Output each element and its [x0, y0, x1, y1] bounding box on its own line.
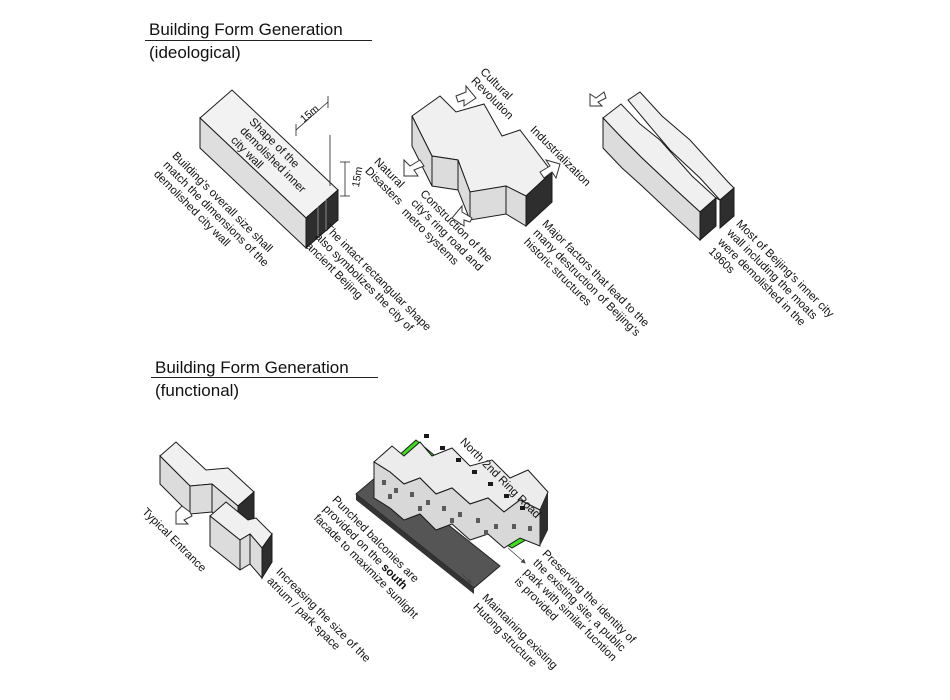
arrow-industrialization	[539, 159, 561, 180]
rectangular-block	[199, 89, 339, 250]
arrow-typical-entrance	[175, 505, 193, 525]
arrow-construction	[451, 204, 473, 227]
dimension-lines	[295, 96, 350, 197]
split-block	[602, 91, 735, 242]
functional-title: Building Form Generation	[155, 358, 349, 377]
ideological-title-rule	[145, 40, 372, 41]
offset-block	[159, 441, 273, 580]
ideological-subtitle: (ideological)	[149, 43, 241, 62]
arrow-natural-disasters	[403, 158, 425, 177]
functional-subtitle: (functional)	[155, 381, 240, 400]
functional-title-rule	[151, 377, 378, 378]
ideological-title: Building Form Generation	[149, 20, 343, 39]
arrow-cultural-revolution	[455, 84, 477, 107]
arrow-split	[589, 91, 607, 107]
site-model	[355, 434, 549, 594]
